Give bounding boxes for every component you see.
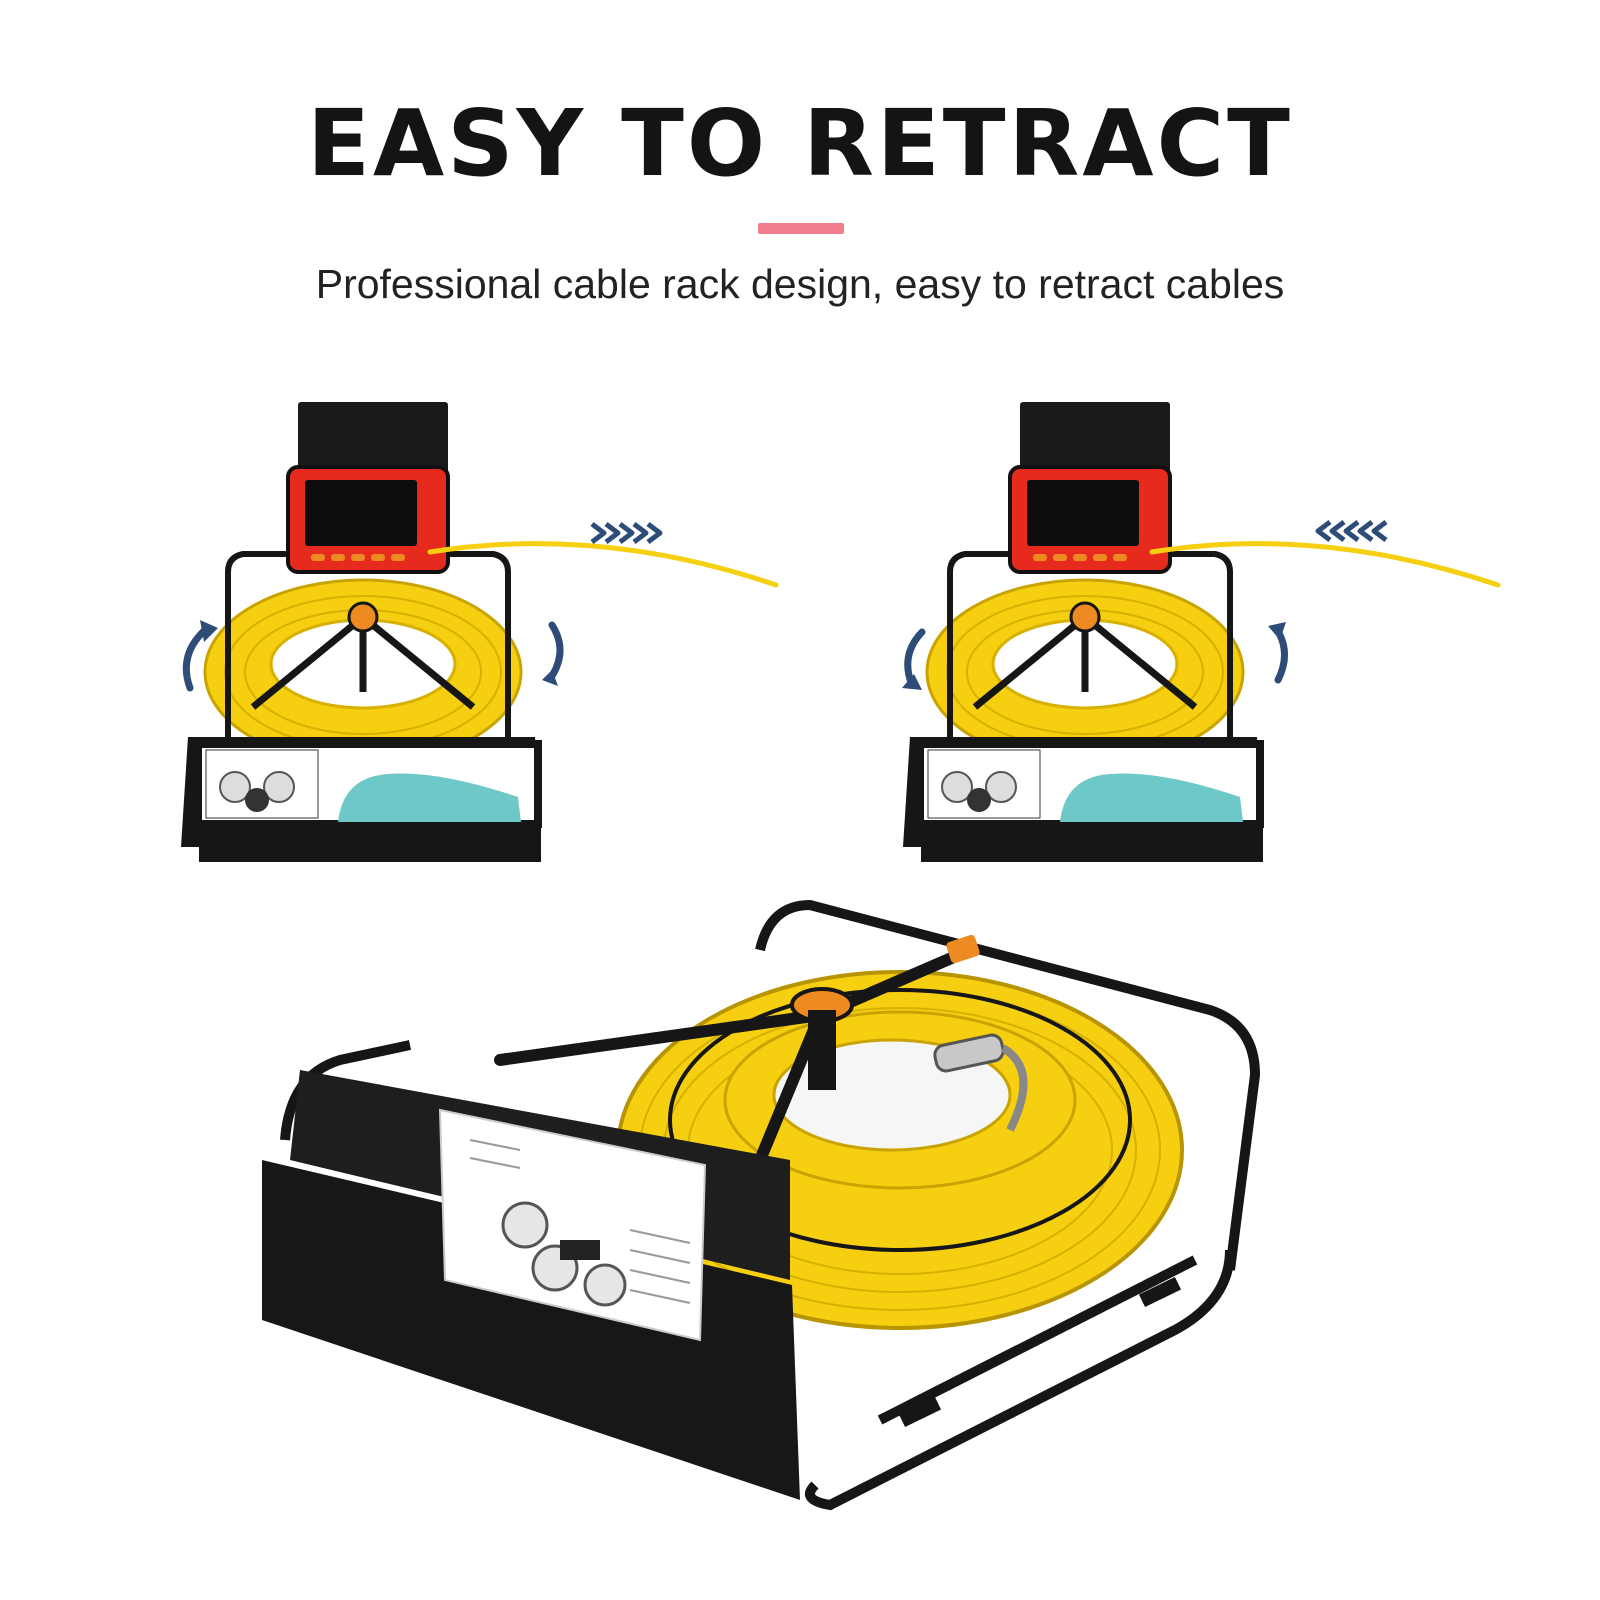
reel-unit-pull-out — [181, 402, 779, 862]
reel-large — [262, 899, 1261, 1511]
curved-rotation-arrow-icon — [182, 620, 564, 692]
curved-rotation-arrow-icon — [902, 622, 1288, 690]
reel-unit-retract — [902, 402, 1501, 862]
chevrons-right-icon — [590, 522, 663, 544]
chevrons-left-icon — [1315, 520, 1388, 542]
headline: EASY TO RETRACT — [307, 90, 1293, 197]
subtitle: Professional cable rack design, easy to … — [315, 261, 1285, 307]
accent-divider — [758, 223, 844, 234]
